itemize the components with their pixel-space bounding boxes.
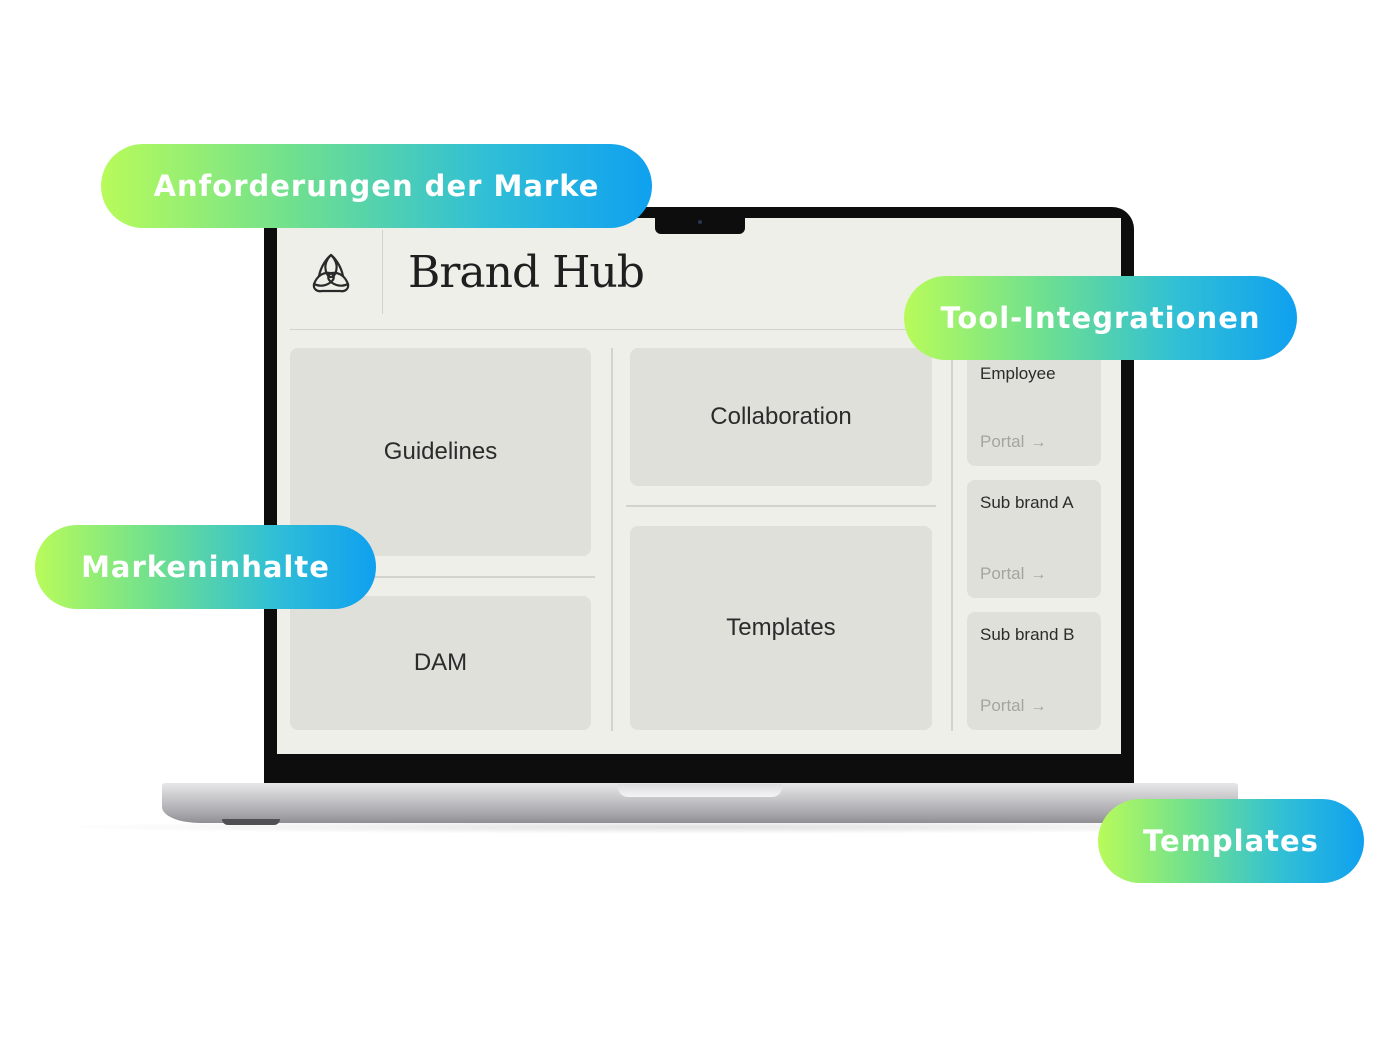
arrow-right-icon: → <box>1030 434 1047 451</box>
triquetra-knot-icon <box>312 253 350 293</box>
sub-brand-a-portal-card[interactable]: Sub brand A Portal→ <box>967 480 1101 598</box>
header-divider <box>382 230 383 314</box>
portal-link[interactable]: Portal→ <box>980 696 1047 715</box>
tool-integrations-pill: Tool-Integrationen <box>904 276 1297 360</box>
camera-icon <box>698 220 702 224</box>
laptop-opening-notch <box>618 784 782 797</box>
laptop-foot <box>222 819 280 825</box>
brand-requirements-pill: Anforderungen der Marke <box>101 144 652 228</box>
sub-brand-b-portal-card[interactable]: Sub brand B Portal→ <box>967 612 1101 730</box>
laptop-shadow <box>40 820 1360 834</box>
column-divider <box>611 348 613 731</box>
brand-content-pill: Markeninhalte <box>35 525 376 609</box>
templates-pill: Templates <box>1098 799 1364 883</box>
dam-tile[interactable]: DAM <box>290 596 591 730</box>
guidelines-label: Guidelines <box>383 438 498 465</box>
arrow-right-icon: → <box>1030 566 1047 583</box>
templates-label: Templates <box>726 614 836 641</box>
page-title: Brand Hub <box>408 247 645 298</box>
templates-tile[interactable]: Templates <box>630 526 932 730</box>
portal-name: Sub brand B <box>980 625 1075 644</box>
portal-name: Sub brand A <box>980 493 1074 512</box>
arrow-right-icon: → <box>1030 698 1047 715</box>
portal-name: Employee <box>980 364 1056 383</box>
divider <box>290 576 595 578</box>
portal-link[interactable]: Portal→ <box>980 432 1047 451</box>
dam-label: DAM <box>413 649 468 676</box>
guidelines-tile[interactable]: Guidelines <box>290 348 591 556</box>
laptop-bottom-bezel <box>277 754 1121 777</box>
column-divider <box>951 348 953 731</box>
divider <box>626 505 936 507</box>
collaboration-tile[interactable]: Collaboration <box>630 348 932 486</box>
portal-link[interactable]: Portal→ <box>980 564 1047 583</box>
header-bottom-divider <box>290 329 1110 330</box>
collaboration-label: Collaboration <box>710 403 852 430</box>
